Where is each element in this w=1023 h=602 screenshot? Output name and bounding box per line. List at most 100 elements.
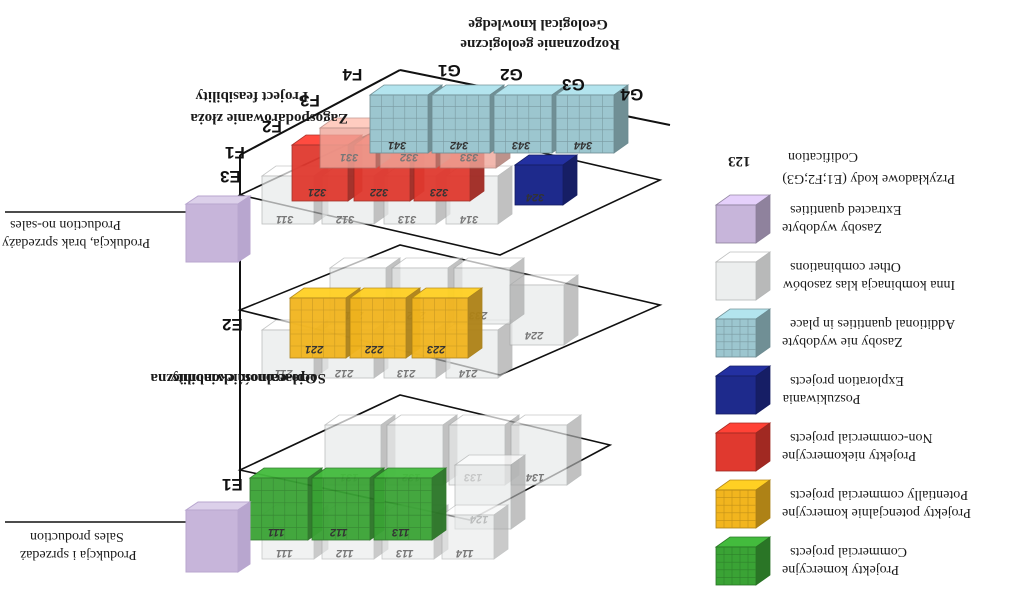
code-112: 112	[336, 547, 354, 559]
code-222: 222	[365, 343, 384, 355]
f-title-en: Project feasibility	[195, 88, 308, 104]
code-111: 111	[276, 547, 293, 559]
legend-other-pl: Inna kombinacja klas zasobów	[782, 277, 955, 292]
code-134: 134	[526, 471, 544, 483]
e-label-2: E2	[222, 315, 243, 334]
g-axis-title: Geological knowledge Rozpoznanie geologi…	[460, 16, 620, 52]
f-label-2: F2	[262, 117, 282, 136]
extracted-cube-icon	[184, 195, 252, 263]
cube-grid-e2: 211212213214224231232233221222223	[260, 257, 580, 379]
side-bottom-pl: Produkcja i sprzedaż	[20, 547, 137, 562]
cube-344	[554, 84, 630, 154]
code-312: 312	[336, 213, 354, 225]
f-label-1: F1	[225, 143, 245, 162]
legend-potential-pl: Projekty potencjalnie komercyjne	[782, 505, 971, 520]
legend-exploration-pl: Poszukiwania	[782, 391, 861, 406]
code-332: 332	[400, 151, 418, 163]
extracted-cube-icon	[714, 194, 772, 244]
code-213: 213	[397, 367, 416, 379]
code-313: 313	[398, 213, 416, 225]
noncommercial-cube-icon	[714, 422, 772, 472]
legend-code-sample: 123	[728, 153, 751, 169]
code-221: 221	[305, 343, 324, 355]
g-label-4: G4	[620, 85, 643, 104]
legend-additional-en: Additional quantities in place	[790, 316, 955, 331]
f-label-3: F3	[300, 91, 320, 110]
e-title-en: Socio-economic viability	[170, 370, 326, 386]
cube-123	[372, 467, 448, 541]
legend: 123 Codification Przykładowe kody (E1;F2…	[714, 149, 971, 586]
code-331: 331	[340, 151, 358, 163]
code-224: 224	[525, 329, 544, 341]
additional-cube-icon	[714, 308, 772, 358]
legend-exploration-en: Exploration projects	[790, 373, 904, 388]
legend-commercial-pl: Projekty komercyjne	[782, 562, 899, 577]
cube-324	[513, 154, 579, 206]
legend-potential-en: Potentially commercial projects	[790, 487, 968, 502]
code-344: 344	[574, 139, 592, 151]
code-314: 314	[460, 213, 478, 225]
code-321: 321	[308, 186, 326, 198]
legend-additional-pl: Zasoby nie wydobyte	[782, 334, 903, 349]
side-top-en: Production no-sales	[10, 217, 121, 232]
code-green-113: 113	[392, 526, 410, 538]
legend-other-en: Other combinations	[790, 259, 901, 274]
e-title-pl: Opłacalność ekonomiczna	[150, 370, 317, 386]
extracted-cube-icon	[184, 501, 252, 573]
cube-223	[410, 287, 484, 359]
g-label-2: G2	[500, 65, 523, 84]
legend-extracted-pl: Zasoby wydobyte	[782, 220, 882, 235]
legend-noncommercial-pl: Projekty niekomercyjne	[782, 448, 916, 463]
code-324: 324	[526, 191, 544, 203]
code-223: 223	[427, 343, 446, 355]
e-label-3: E3	[220, 167, 241, 186]
code-342: 342	[450, 139, 468, 151]
f-axis-line	[239, 69, 401, 156]
g-title-pl: Rozpoznanie geologiczne	[460, 36, 620, 52]
g-label-1: G1	[438, 61, 461, 80]
side-bottom-en: Sales production	[30, 529, 124, 544]
code-341: 341	[388, 139, 406, 151]
cube-222	[348, 287, 422, 359]
potential-cube-icon	[714, 479, 772, 529]
legend-code-en: Codification	[788, 149, 858, 164]
commercial-cube-icon	[714, 536, 772, 586]
f-axis-title: Project feasibility Zagospodarowanie zło…	[190, 88, 348, 126]
cube-grid-e3: 311 312 313 314 321 322 323 324 331 332 333 341 342 3…	[260, 84, 630, 225]
f-label-4: F4	[342, 65, 362, 84]
exploration-cube-icon	[714, 365, 772, 415]
side-top: Production no-sales Produkcja, brak sprz…	[2, 195, 252, 263]
code-322: 322	[370, 186, 388, 198]
code-green-112: 112	[330, 526, 348, 538]
legend-code-pl: Przykładowe kody (E1;F2;G3)	[782, 171, 955, 186]
cube-e1-front-114	[440, 504, 510, 560]
g-label-3: G3	[562, 75, 585, 94]
e-axis-labels: E3 E2 E1	[220, 167, 243, 494]
cube-grid-e1: 131132133134124111112113114111112113	[248, 414, 583, 560]
f-axis-labels: F1 F2 F3 F4	[225, 65, 362, 162]
code-333: 333	[460, 151, 478, 163]
cube-221	[288, 287, 362, 359]
legend-extracted-en: Extracted quantities	[790, 202, 902, 217]
other-cube-icon	[714, 251, 772, 301]
code-113: 113	[396, 547, 414, 559]
code-212: 212	[335, 367, 354, 379]
e-axis-title: Opłacalność ekonomiczna Socio-economic v…	[150, 370, 326, 386]
legend-commercial-en: Commercial projects	[790, 544, 907, 559]
code-323: 323	[430, 186, 448, 198]
g-title-en: Geological knowledge	[468, 16, 608, 32]
code-343: 343	[512, 139, 530, 151]
code-114: 114	[456, 547, 474, 559]
code-green-111: 111	[268, 526, 285, 538]
e-label-1: E1	[222, 475, 243, 494]
side-top-pl: Produkcja, brak sprzedaży	[2, 235, 150, 250]
code-214: 214	[459, 367, 478, 379]
legend-noncommercial-en: Non-commercial projects	[790, 430, 933, 445]
side-bottom: Sales production Produkcja i sprzedaż	[5, 501, 252, 573]
g-axis-labels: G1 G2 G3 G4	[438, 61, 643, 104]
cube-121	[248, 467, 324, 541]
code-311: 311	[276, 213, 294, 225]
code-211: 211	[275, 367, 294, 379]
